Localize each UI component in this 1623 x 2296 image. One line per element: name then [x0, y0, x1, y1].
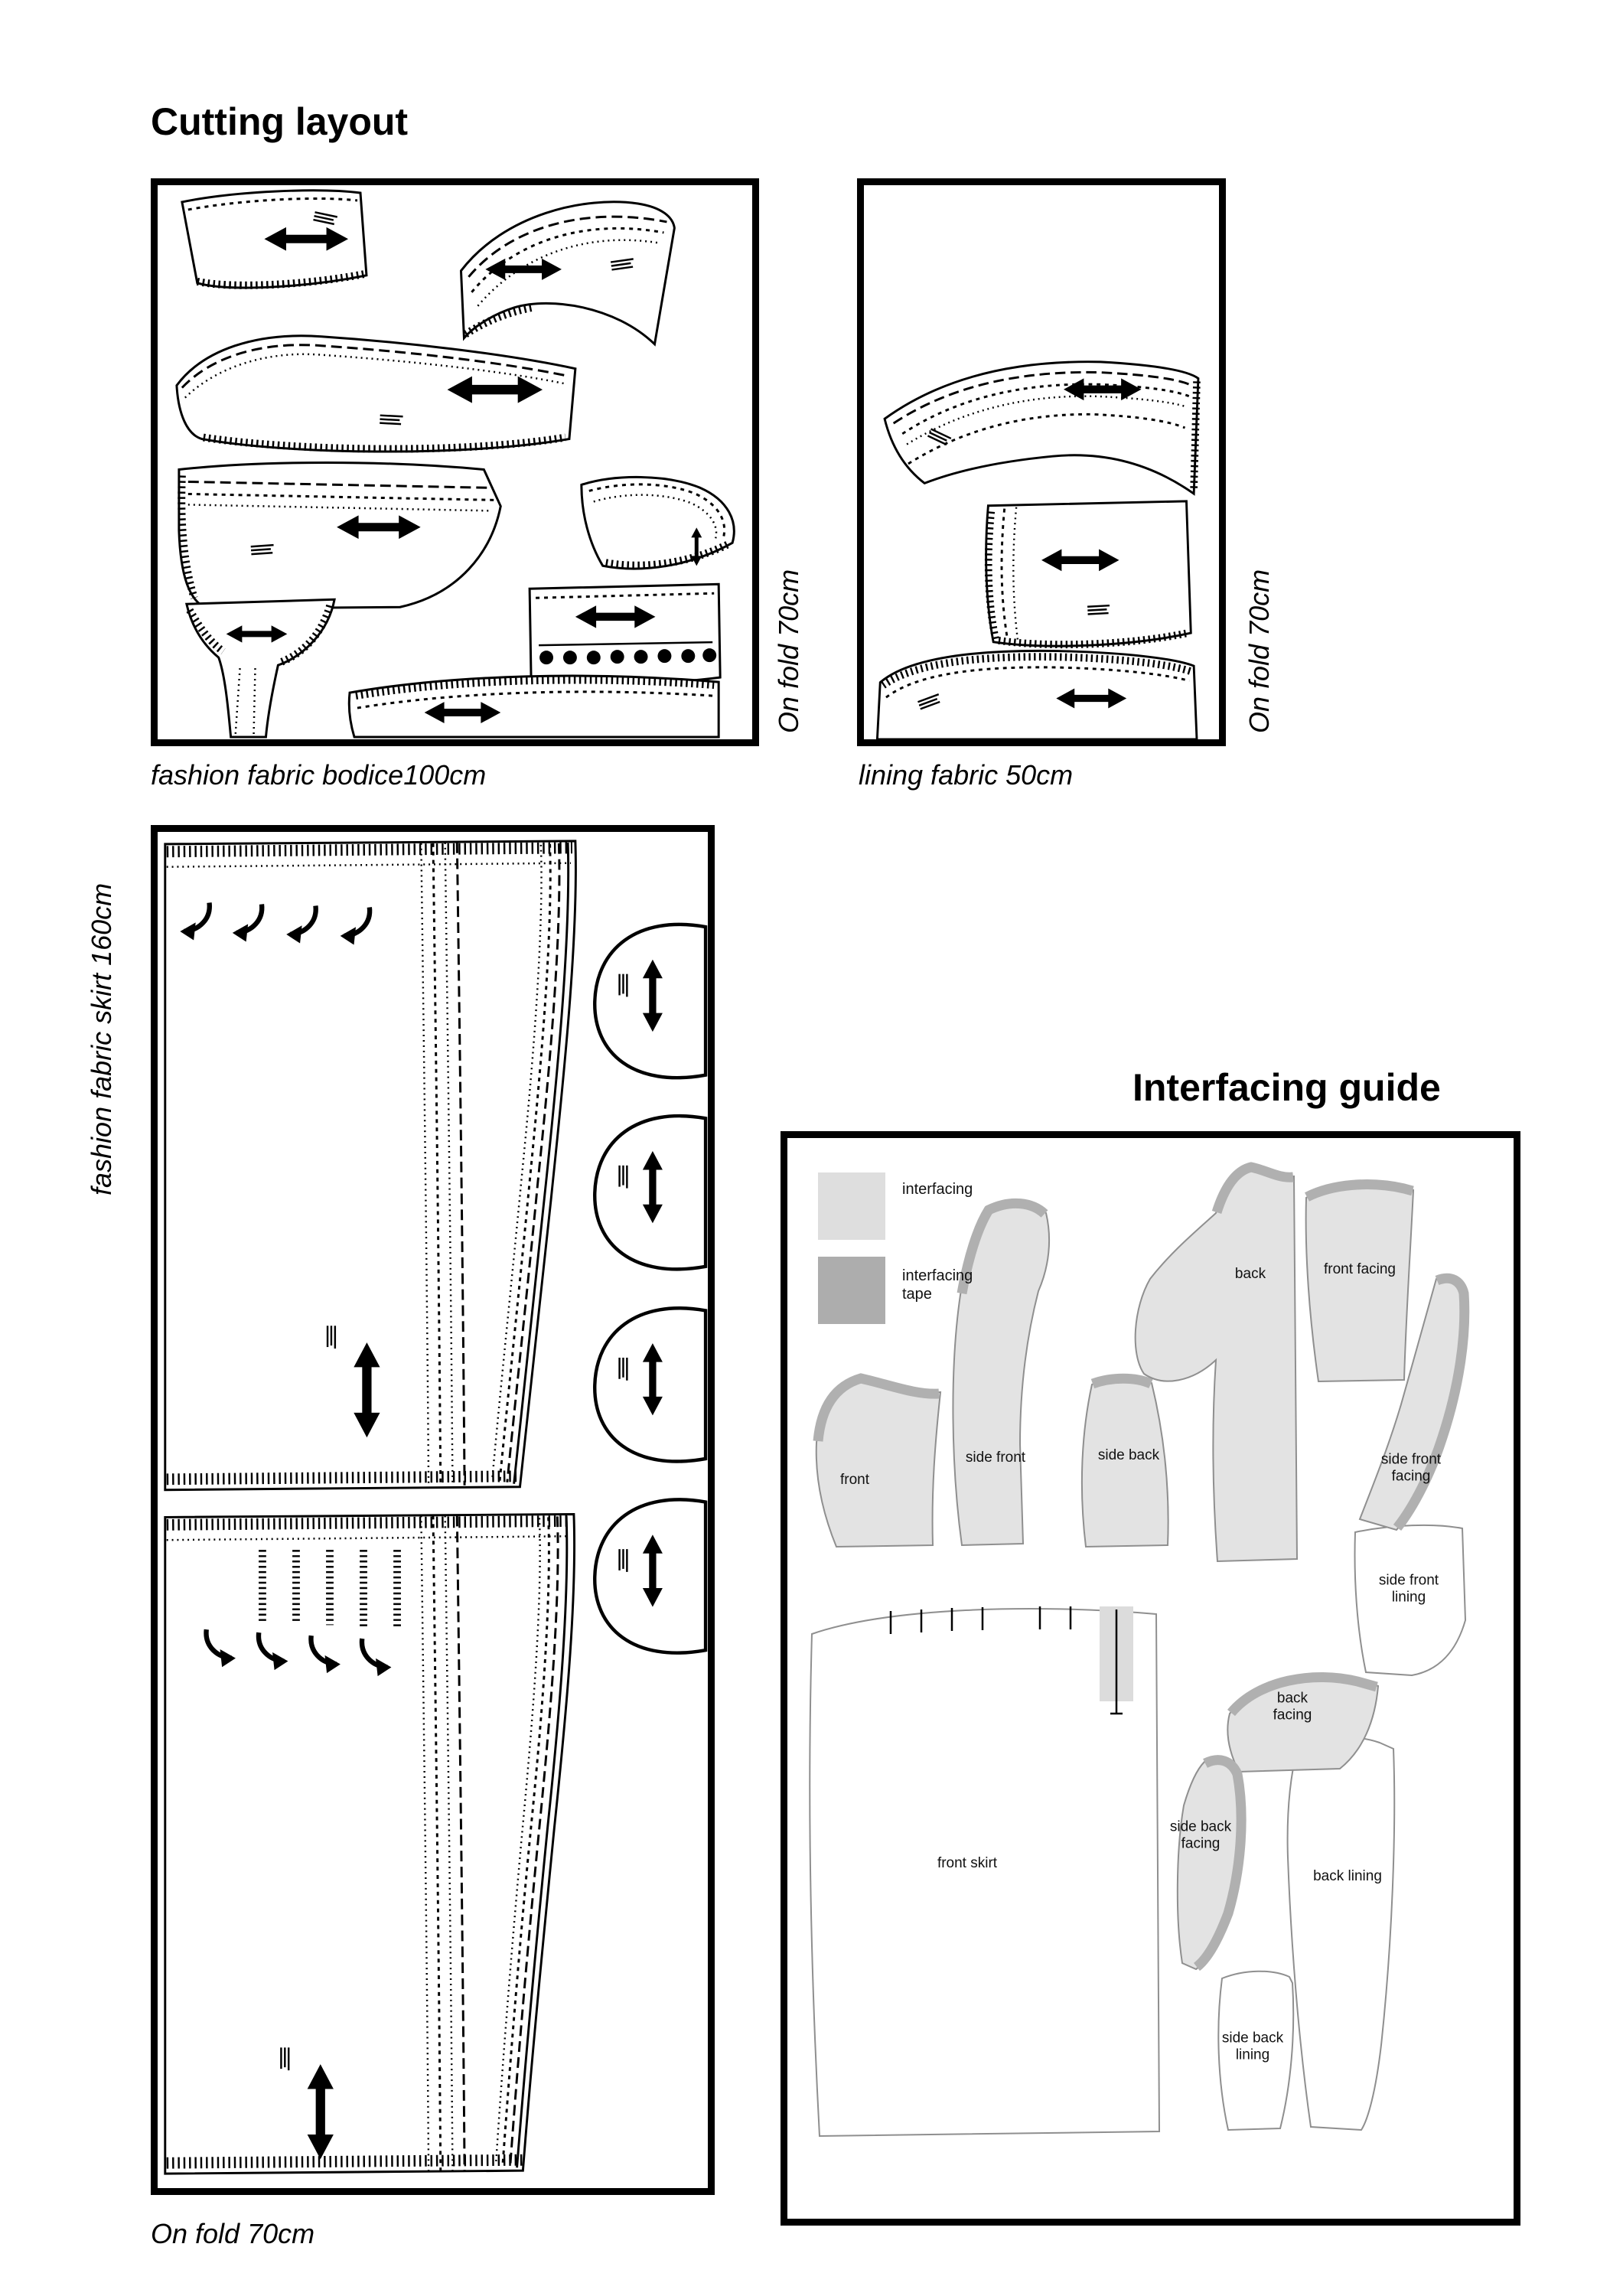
interfacing-guide-svg	[809, 1162, 1470, 2138]
lining-caption: lining fabric 50cm	[859, 759, 1074, 791]
piece-back-lining	[1286, 1736, 1396, 2131]
label-side-front-facing: side front facing	[1380, 1451, 1442, 1485]
skirt-fabric-label: fashion fabric skirt 160cm	[86, 882, 117, 1195]
label-front-facing: front facing	[1324, 1261, 1396, 1277]
pattern-piece	[184, 598, 336, 739]
pattern-piece	[593, 1498, 708, 1655]
pattern-piece	[593, 1114, 708, 1271]
bodice-fold-label: On fold 70cm	[773, 569, 804, 733]
interfacing-tape-legend-label: interfacing tape	[902, 1267, 973, 1303]
piece-side-back	[1080, 1373, 1169, 1548]
interfacing-tape-legend-swatch	[818, 1257, 885, 1324]
pattern-piece	[181, 189, 368, 289]
cutting-layout-title: Cutting layout	[151, 100, 409, 143]
piece-front-facing	[1305, 1179, 1415, 1383]
pattern-piece	[175, 334, 577, 453]
skirt-pattern-svg	[164, 840, 708, 2175]
pattern-piece	[528, 582, 722, 686]
label-back-facing: back facing	[1273, 1690, 1312, 1724]
label-front: front	[839, 1471, 870, 1488]
pattern-piece	[875, 649, 1198, 739]
bodice-pattern-svg	[175, 189, 735, 739]
piece-front-skirt	[809, 1606, 1161, 2138]
interfacing-guide-diagram: interfacing interfacing tape front side …	[781, 1131, 1520, 2226]
pattern-piece	[984, 500, 1192, 649]
bodice-cutting-diagram	[151, 178, 759, 746]
piece-front	[813, 1373, 942, 1548]
interfacing-legend-swatch	[818, 1172, 885, 1240]
piece-back-facing	[1227, 1671, 1380, 1773]
label-side-front-lining: side front lining	[1378, 1572, 1439, 1606]
label-front-skirt: front skirt	[937, 1854, 998, 1871]
pattern-piece	[580, 475, 735, 570]
piece-side-front	[952, 1198, 1051, 1547]
pattern-piece	[883, 360, 1201, 496]
pattern-piece	[459, 201, 676, 347]
label-side-back-lining: side back lining	[1221, 2030, 1284, 2063]
label-back: back	[1234, 1265, 1266, 1282]
lining-cutting-diagram	[857, 178, 1226, 746]
label-side-back: side back	[1097, 1446, 1160, 1463]
skirt-cutting-diagram	[151, 825, 715, 2195]
interfacing-guide-title: Interfacing guide	[1133, 1066, 1441, 1109]
piece-back	[1134, 1162, 1299, 1563]
skirt-fold-caption: On fold 70cm	[151, 2218, 315, 2249]
label-side-back-facing: side back facing	[1169, 1818, 1232, 1852]
pattern-piece	[164, 840, 577, 1492]
piece-side-front-lining	[1354, 1524, 1467, 1677]
label-back-lining: back lining	[1313, 1867, 1382, 1884]
pattern-piece	[593, 922, 708, 1080]
lining-pattern-svg	[875, 360, 1201, 739]
pattern-piece	[593, 1306, 708, 1463]
piece-side-back-facing	[1176, 1755, 1247, 1971]
pattern-piece	[178, 461, 502, 610]
bodice-caption: fashion fabric bodice100cm	[151, 759, 487, 791]
pattern-piece	[164, 1512, 576, 2175]
interfacing-legend-label: interfacing	[902, 1181, 973, 1198]
label-side-front: side front	[965, 1449, 1026, 1466]
piece-side-front-facing	[1358, 1273, 1470, 1531]
lining-fold-label: On fold 70cm	[1243, 569, 1275, 733]
piece-side-back-lining	[1217, 1970, 1295, 2131]
pattern-piece	[347, 674, 720, 739]
